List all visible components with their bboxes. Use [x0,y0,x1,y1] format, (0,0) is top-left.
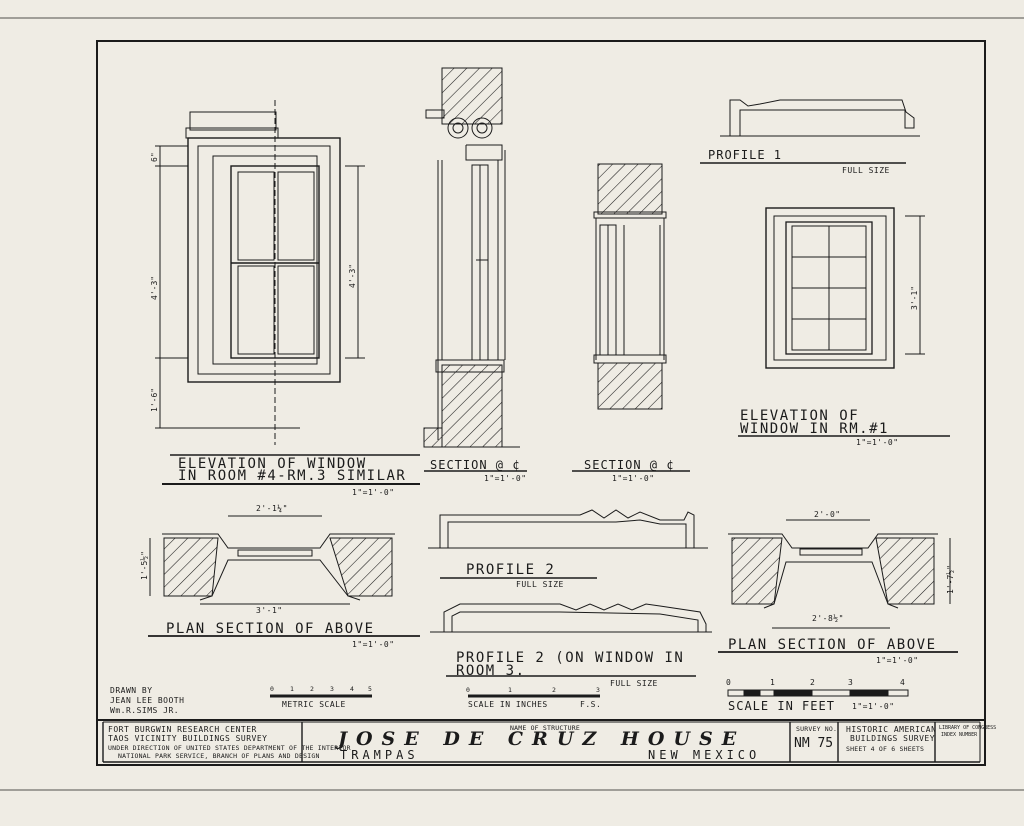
name-of-structure-label: NAME OF STRUCTURE [510,724,580,732]
elevation-window-room1 [738,207,950,437]
inch-scale-label: SCALE IN INCHES [468,700,548,709]
survey-no: NM 75 [794,736,834,751]
section-1 [423,67,527,472]
elev-room1-title-2: WINDOW IN RM.#1 [740,421,889,437]
elev-room4-dim-sash: 4'-3" [348,263,357,288]
feet-tick-1: 1 [770,678,776,687]
feet-tick-0: 0 [726,678,732,687]
profile2-scale: FULL SIZE [516,580,564,589]
org-line2: TAOS VICINITY BUILDINGS SURVEY [108,734,268,743]
org-line1: FORT BURGWIN RESEARCH CENTER [108,725,257,734]
profile2b-scale: FULL SIZE [610,679,658,688]
inch-tick-3: 3 [596,686,601,694]
org-line4: NATIONAL PARK SERVICE, BRANCH OF PLANS A… [118,752,320,760]
metric-tick-0: 0 [270,685,275,693]
profile-2-room3 [430,603,712,677]
plan-left-dim-bot: 3'-1" [256,606,283,615]
feet-tick-3: 3 [848,678,854,687]
inch-scale-fs: F.S. [580,700,602,709]
plan-section-right [718,519,958,653]
plan-section-left [148,515,420,637]
section-2 [572,163,690,472]
plan-left-title: PLAN SECTION OF ABOVE [166,621,375,637]
elevation-window-room4 [155,100,420,485]
feet-tick-2: 2 [810,678,816,687]
profile2b-title-1: PROFILE 2 (ON WINDOW IN [456,650,685,666]
elev-room1-title-1: ELEVATION OF [740,408,860,424]
metric-tick-3: 3 [330,685,335,693]
profile2-title: PROFILE 2 [466,562,556,578]
plan-left-dim-side: 1'-5½" [140,551,149,580]
plan-left-dim-top: 2'-1¼" [256,504,288,513]
elev-room1-dim: 3'-1" [910,285,919,310]
drawn-by-name1: JEAN LEE BOOTH [110,696,185,705]
location-town: TRAMPAS [340,748,419,762]
elev-room4-dim-mid: 4'-3" [150,275,159,300]
inch-tick-0: 0 [466,686,471,694]
drawn-by-name2: Wm.R.SIMS JR. [110,706,180,715]
habs-line1: HISTORIC AMERICAN [846,725,937,734]
drawn-by-label: DRAWN BY [110,686,153,695]
section2-title: SECTION @ ¢ [584,458,675,472]
section1-scale: 1"=1'-0" [484,474,527,483]
feet-scale-bar [727,689,909,697]
elev-room4-scale: 1"=1'-0" [352,488,395,497]
metric-tick-5: 5 [368,685,373,693]
plan-right-dim-bot: 2'-8½" [812,614,844,623]
loc-line2: INDEX NUMBER [941,732,978,738]
location-state: NEW MEXICO [648,748,761,762]
sheet-number: SHEET 4 OF 6 SHEETS [846,745,925,753]
feet-scale-label: SCALE IN FEET [728,699,835,713]
profile1-title: PROFILE 1 [708,148,783,162]
inch-tick-2: 2 [552,686,557,694]
metric-tick-1: 1 [290,685,295,693]
elev-room4-title-1: ELEVATION OF WINDOW [178,456,367,472]
org-line3: UNDER DIRECTION OF UNITED STATES DEPARTM… [108,744,351,752]
plan-right-dim-top: 2'-0" [814,510,841,519]
loc-line1: LIBRARY OF CONGRESS [939,725,997,731]
profile-2 [428,509,708,579]
profile-1 [700,99,920,164]
structure-name: JOSE DE CRUZ HOUSE [338,728,746,750]
habs-line2: BUILDINGS SURVEY [850,734,936,743]
metric-tick-2: 2 [310,685,315,693]
survey-no-label: SURVEY NO. [796,725,838,733]
metric-scale-label: METRIC SCALE [282,700,346,709]
elev-room4-title-2: IN ROOM #4-RM.3 SIMILAR [178,468,407,484]
feet-scale-ratio: 1"=1'-0" [852,702,895,711]
drawing-border [96,40,986,766]
elev-room4-dim-top: 6" [150,152,159,162]
profile2b-title-2: ROOM 3. [456,663,526,679]
elev-room4-dim-bot: 1'-6" [150,387,159,412]
inch-tick-1: 1 [508,686,513,694]
elev-room1-scale: 1"=1'-0" [856,438,899,447]
profile1-scale: FULL SIZE [842,166,890,175]
plan-right-dim-side: 1'-7½" [946,565,955,594]
section2-scale: 1"=1'-0" [612,474,655,483]
section1-title: SECTION @ ¢ [430,458,521,472]
metric-tick-4: 4 [350,685,355,693]
plan-right-scale: 1"=1'-0" [876,656,919,665]
feet-tick-4: 4 [900,678,906,687]
plan-right-title: PLAN SECTION OF ABOVE [728,637,937,653]
plan-left-scale: 1"=1'-0" [352,640,395,649]
